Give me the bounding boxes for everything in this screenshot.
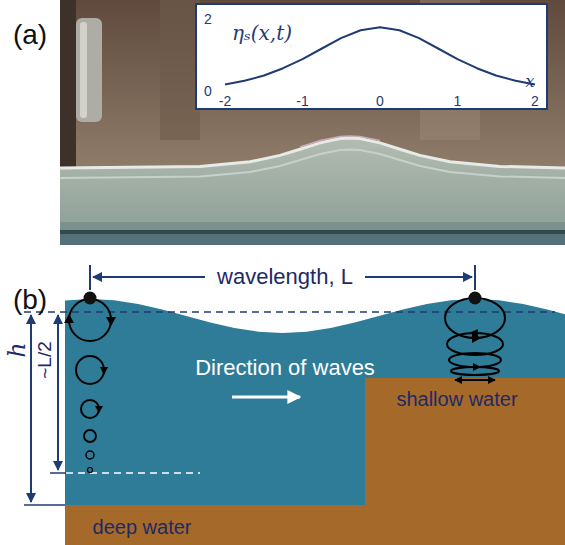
water-particle (469, 292, 482, 305)
region-label: shallow water (396, 389, 517, 409)
axis-tick: -2 (219, 94, 231, 108)
plot-inset: ηₛ(x,t) 2 0 -2 -1 0 1 2 x (195, 3, 548, 110)
orbit-ellipse (447, 333, 503, 355)
axis-tick: 1 (454, 94, 462, 108)
orbit-circle (84, 430, 96, 442)
depth-dimension (30, 315, 32, 502)
shallow-shelf: shallow water (365, 378, 565, 545)
dimension-tick (89, 265, 91, 290)
direction-label: Direction of waves (195, 357, 375, 379)
depth-dimension (57, 315, 59, 470)
axis-title: ηₛ(x,t) (232, 23, 292, 43)
axis-tick: 2 (204, 12, 212, 26)
wave-base-level (66, 472, 200, 474)
orbit-circle (88, 468, 93, 473)
dimension-label: wavelength, L (217, 266, 353, 288)
orbit-circle (69, 299, 111, 341)
orbit-circle (81, 400, 99, 418)
wall-streak (160, 0, 200, 140)
water-particle (84, 292, 97, 305)
orbit-arrowhead (100, 367, 108, 375)
axis-tick: -1 (296, 94, 308, 108)
wave-meniscus (60, 150, 565, 179)
panel-label: (b) (13, 286, 47, 314)
orbit-circle (76, 356, 104, 384)
dimension-tick (474, 265, 476, 290)
orbit-arrowhead (469, 329, 478, 337)
dimension-arrow (93, 276, 205, 278)
dimension-tick (24, 504, 65, 506)
water-body (65, 299, 565, 545)
panel-label: (a) (13, 21, 47, 49)
direction-arrow (232, 396, 300, 399)
orbit-arrowhead (64, 314, 74, 323)
region-label: deep water (93, 517, 192, 537)
tank-bottom (60, 222, 565, 230)
dimension-arrow (365, 276, 472, 278)
mean-water-level (24, 311, 555, 313)
orbit-arrowhead (95, 406, 103, 413)
tank-base (60, 234, 565, 245)
axis-tick: 0 (376, 94, 384, 108)
axis-tick: 2 (531, 94, 539, 108)
surface-iridescence (300, 136, 380, 147)
tank-water (60, 138, 565, 225)
axis-label: x (525, 74, 534, 90)
orbit-arrowhead (473, 363, 481, 371)
tank-bottom-edge (60, 230, 565, 234)
orbit-arrowhead (106, 317, 116, 326)
dimension-tick (50, 472, 66, 474)
axis-tick: 0 (204, 84, 212, 98)
dimension-label: ~L/2 (35, 341, 54, 379)
dimension-label: h (5, 342, 29, 357)
soliton-profile (225, 27, 535, 84)
orbit-flat-arrow (455, 379, 495, 381)
photo-background (60, 0, 565, 245)
orbit-circle (86, 451, 94, 459)
tank-clamp (76, 18, 102, 122)
clamp-highlight (80, 22, 87, 118)
